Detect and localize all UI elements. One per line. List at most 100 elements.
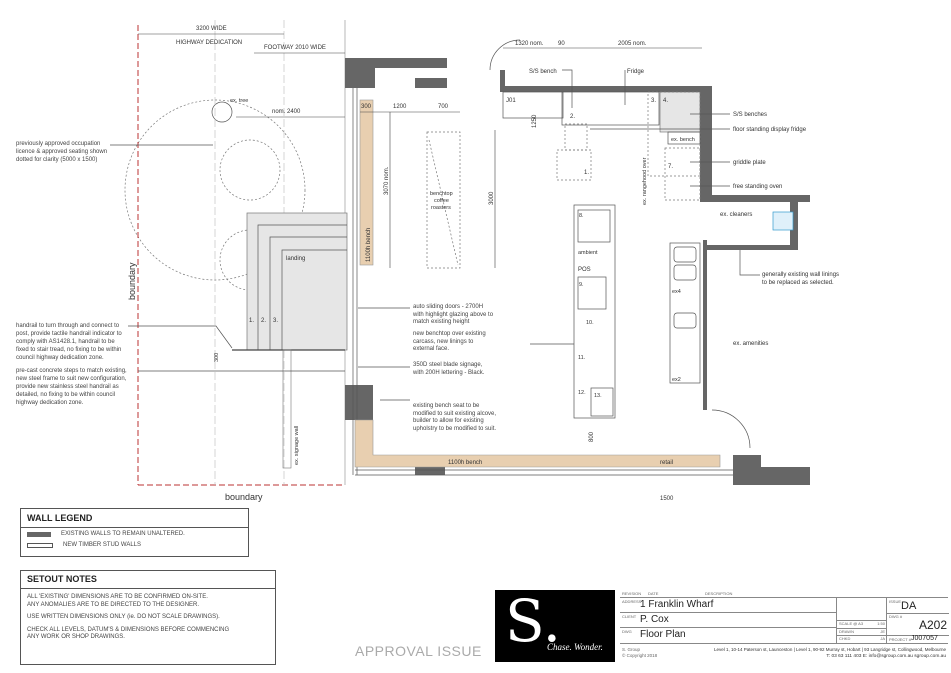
j01-label: J01 xyxy=(506,98,516,104)
tree-icon xyxy=(211,101,233,123)
highway-dedication-label: HIGHWAY DEDICATION xyxy=(176,40,242,46)
project-label: PROJECT # xyxy=(889,637,911,642)
approval-issue-stamp: APPROVAL ISSUE xyxy=(355,643,482,659)
legend-label: EXISTING WALLS TO REMAIN UNALTERED. xyxy=(61,531,185,537)
revision-label: REVISION xyxy=(622,591,642,596)
issue-value: DA xyxy=(901,600,917,612)
dwg-no-label: DWG # xyxy=(889,614,903,619)
date-label: DATE xyxy=(648,591,659,596)
item-4: 4. xyxy=(663,98,668,104)
note-leaders xyxy=(110,144,574,401)
dim-700: 700 xyxy=(438,104,449,110)
title-block: REVISION DATE DESCRIPTION ADDRESS 1 Fran… xyxy=(620,591,949,663)
legend-item: EXISTING WALLS TO REMAIN UNALTERED. xyxy=(21,528,248,540)
dwg-no-value: A202 xyxy=(918,618,947,632)
door-swing-amenities xyxy=(711,409,751,449)
stud-wall-swatch xyxy=(27,542,53,548)
retail-label: retail xyxy=(660,460,673,466)
amenities-counter xyxy=(669,242,701,384)
existing-walls xyxy=(345,58,810,485)
chkd-value: JA xyxy=(880,636,885,641)
benchtop-label-2: coffee xyxy=(434,198,449,204)
item-11: 11. xyxy=(578,355,586,361)
dwg-label: DWG xyxy=(622,629,632,634)
ex-tree-label: ex. tree xyxy=(230,98,248,104)
office-addresses: Level 1, 10-14 Paterson st, Launceston |… xyxy=(714,647,946,652)
scale-value: 1:50 xyxy=(877,621,885,626)
item-8: 8. xyxy=(579,213,584,219)
wall-legend-title: WALL LEGEND xyxy=(21,509,248,528)
drawn-label: DRAWN xyxy=(839,629,854,634)
amenities-label: ex. amenities xyxy=(733,341,768,347)
stair-2: 2. xyxy=(261,318,266,324)
logo-tagline: Chase. Wonder. xyxy=(547,642,603,652)
ss-benches-callout: S/S benches xyxy=(733,112,767,118)
item-2: 2. xyxy=(570,114,575,120)
stairs-landing xyxy=(232,212,348,469)
item-9: 9. xyxy=(579,282,584,288)
display-fridge-callout: floor standing display fridge xyxy=(733,127,807,133)
ss-benches xyxy=(659,91,701,133)
project-value: J007057 xyxy=(911,635,938,642)
highway-width-dim: 3200 WIDE xyxy=(196,26,227,32)
benchtop-label-3: roasters xyxy=(431,205,451,211)
service-island xyxy=(573,204,616,419)
setout-line: ALL 'EXISTING' DIMENSIONS ARE TO BE CONF… xyxy=(27,594,208,600)
dim-1500: 1500 xyxy=(660,496,674,502)
coffee-roasters-benchtop xyxy=(426,131,461,269)
legend-label: NEW TIMBER STUD WALLS xyxy=(63,542,142,548)
fridge-callout: Fridge xyxy=(627,69,645,75)
stair-3: 3. xyxy=(273,318,278,324)
dim-2005: 2005 nom. xyxy=(618,41,647,47)
setout-line: CHECK ALL LEVELS, DATUM'S & DIMENSIONS B… xyxy=(27,626,230,633)
chkd-label: CHKD xyxy=(839,636,851,641)
contact-details[interactable]: T: 03 63 111 403 E: info@sgroup.com.au s… xyxy=(826,654,946,659)
company-name: S. Group xyxy=(622,647,641,652)
description-label: DESCRIPTION xyxy=(705,591,733,596)
logo-mark: S. xyxy=(505,587,562,655)
setout-line: USE WRITTEN DIMENSIONS ONLY (ie. DO NOT … xyxy=(27,614,220,620)
signage-wall-label: ex. signage wall xyxy=(294,426,300,465)
dim-300: 300 xyxy=(361,104,372,110)
client-value: P. Cox xyxy=(640,614,669,625)
dim-3000: 3000 xyxy=(489,191,495,205)
address-value: 1 Franklin Wharf xyxy=(640,599,714,610)
boundary-label-horizontal: boundary xyxy=(225,492,263,502)
boundary-label-vertical: boundary xyxy=(127,262,137,300)
stair-1: 1. xyxy=(249,318,254,324)
setout-line: ANY ANOMALIES ARE TO BE DIRECTED TO THE … xyxy=(27,601,200,608)
setout-notes-title: SETOUT NOTES xyxy=(21,571,275,589)
dim-300-step: 300 xyxy=(214,353,220,362)
cleaners-sink-icon xyxy=(772,211,794,231)
dim-nom-2400: nom. 2400 xyxy=(272,109,301,115)
setout-line: ANY WORK OR SHOP DRAWINGS. xyxy=(27,634,125,640)
wall-legend: WALL LEGEND EXISTING WALLS TO REMAIN UNA… xyxy=(20,508,249,557)
company-logo: S. Chase. Wonder. xyxy=(495,587,615,662)
setout-notes: SETOUT NOTES ALL 'EXISTING' DIMENSIONS A… xyxy=(20,570,276,665)
item-3: 3. xyxy=(651,98,656,104)
bench-label-vertical: 1100h bench xyxy=(366,228,372,262)
dim-3070: 3070 nom. xyxy=(384,166,390,195)
item-10: 10. xyxy=(586,320,594,326)
item-13: 13. xyxy=(594,393,602,399)
dim-1250: 1250 xyxy=(532,114,538,128)
note-steps: pre-cast concrete steps to match existin… xyxy=(16,368,127,406)
benchtop-label: benchtop xyxy=(430,191,453,197)
wall-linings-note-2: to be replaced as selected. xyxy=(762,280,834,286)
ex2-label: ex2 xyxy=(672,377,681,383)
address-label: ADDRESS xyxy=(622,599,642,604)
dim-90: 90 xyxy=(558,41,565,47)
ex4-label: ex4 xyxy=(672,289,681,295)
j01-bench xyxy=(502,91,564,119)
dim-800: 800 xyxy=(589,431,595,442)
ex-bench-label: ex. bench xyxy=(671,137,695,143)
note-signage: 350D steel blade signage,with 200H lette… xyxy=(413,362,485,376)
landing-label: landing xyxy=(286,256,305,262)
oven-callout: free standing oven xyxy=(733,184,782,190)
